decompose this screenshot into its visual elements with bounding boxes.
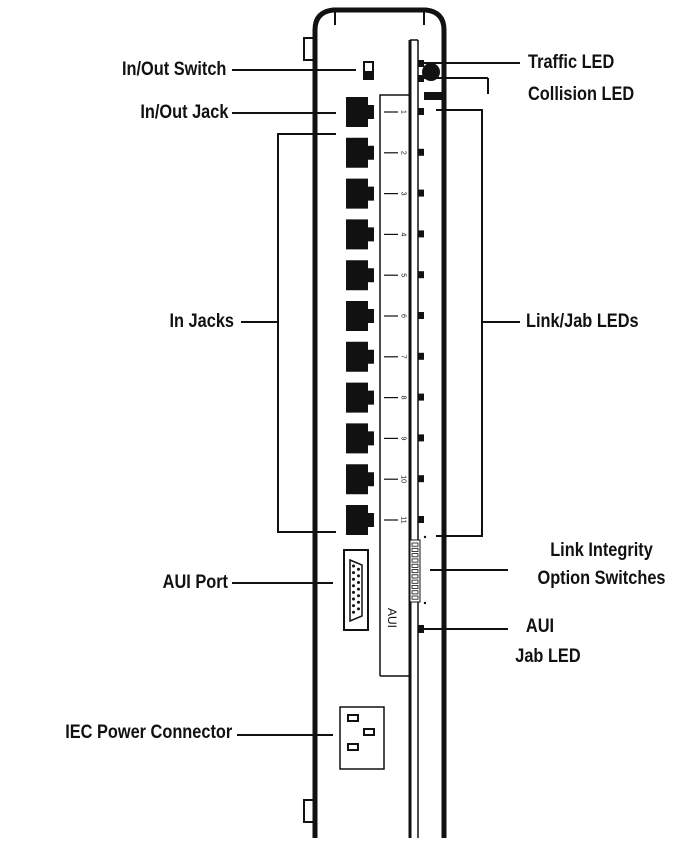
in-jack-4[interactable] xyxy=(346,219,374,250)
in-out-switch[interactable] xyxy=(363,61,374,80)
port-number-1: 1 xyxy=(400,110,407,114)
label-link-integrity-line1: Link Integrity xyxy=(550,540,653,561)
dip-switch-1[interactable] xyxy=(411,542,419,547)
port-number-11: 11 xyxy=(400,516,407,523)
aui-port[interactable] xyxy=(343,549,369,631)
label-iec-power: IEC Power Connector xyxy=(64,722,232,743)
device-housing xyxy=(312,7,447,838)
link-jab-led-10 xyxy=(418,475,424,483)
link-integrity-switches[interactable] xyxy=(409,539,421,603)
aui-pin xyxy=(352,584,355,588)
label-aui-jab-line2: Jab LED xyxy=(515,646,581,667)
label-collision-led: Collision LED xyxy=(528,84,635,105)
aui-pin xyxy=(352,564,355,568)
aui-pin xyxy=(357,594,360,598)
label-link-integrity-line2: Option Switches xyxy=(537,568,666,589)
port-number-3: 3 xyxy=(400,192,407,196)
aui-pin xyxy=(357,567,360,571)
aui-pin xyxy=(357,587,360,591)
label-traffic-led: Traffic LED xyxy=(528,52,615,73)
in-jack-3[interactable] xyxy=(346,178,374,209)
aui-pin xyxy=(352,571,355,575)
dip-switch-6[interactable] xyxy=(411,569,419,574)
aui-pin xyxy=(352,577,355,581)
link-jab-led-9 xyxy=(418,434,424,442)
link-jab-led-3 xyxy=(418,189,424,197)
aui-pin xyxy=(357,574,360,578)
dip-switch-10[interactable] xyxy=(411,590,419,595)
in-jack-2[interactable] xyxy=(346,137,374,168)
aui-pin xyxy=(357,581,360,584)
collision-led xyxy=(418,75,424,82)
aui-pin xyxy=(352,604,355,608)
logo-mark xyxy=(422,63,440,81)
aui-pin xyxy=(357,600,360,604)
aui-pin xyxy=(352,610,355,614)
link-jab-led-8 xyxy=(418,393,424,401)
iec-power-connector[interactable] xyxy=(339,706,385,770)
link-jab-led-7 xyxy=(418,352,424,360)
dip-switch-2[interactable] xyxy=(411,547,419,552)
link-jab-led-2 xyxy=(418,148,424,156)
port-number-5: 5 xyxy=(400,273,407,277)
label-aui-port: AUI Port xyxy=(162,572,228,593)
in-jack-5[interactable] xyxy=(346,260,374,291)
dip-switch-7[interactable] xyxy=(411,574,419,579)
dip-switch-3[interactable] xyxy=(411,553,419,558)
logo-wordmark xyxy=(424,92,442,100)
label-in-out-switch: In/Out Switch xyxy=(121,59,226,80)
port-number-7: 7 xyxy=(400,355,407,359)
bracket-in-jacks xyxy=(277,133,336,533)
aui-jab-led xyxy=(418,625,424,633)
in-jack-10[interactable] xyxy=(346,464,374,495)
in-jack-11[interactable] xyxy=(346,505,374,535)
aui-pin xyxy=(352,597,355,601)
port-number-6: 6 xyxy=(400,314,407,318)
aui-pin xyxy=(357,607,360,611)
mounting-clip-top xyxy=(303,37,315,61)
link-jab-led-6 xyxy=(418,312,424,319)
label-in-out-jack: In/Out Jack xyxy=(139,102,228,123)
aui-pin xyxy=(352,590,355,594)
label-link-jab-leds: Link/Jab LEDs xyxy=(526,311,639,332)
dip-switch-11[interactable] xyxy=(411,595,419,600)
link-jab-led-4 xyxy=(418,230,424,238)
link-jab-led-5 xyxy=(418,271,424,279)
in-out-jack[interactable] xyxy=(346,97,374,127)
link-jab-led-1 xyxy=(418,108,424,115)
dip-switch-9[interactable] xyxy=(411,585,419,590)
dip-switch-8[interactable] xyxy=(411,579,419,584)
port-number-4: 4 xyxy=(400,232,407,236)
dip-switch-4[interactable] xyxy=(411,558,419,563)
in-jack-8[interactable] xyxy=(346,382,374,413)
dip-switch-5[interactable] xyxy=(411,563,419,568)
port-number-9: 9 xyxy=(400,436,407,440)
aui-panel-label: AUI xyxy=(385,608,399,628)
in-jack-7[interactable] xyxy=(346,341,374,372)
label-in-jacks: In Jacks xyxy=(169,311,235,332)
in-jack-9[interactable] xyxy=(346,423,374,454)
mounting-clip-bottom xyxy=(303,799,315,823)
in-jack-6[interactable] xyxy=(346,301,374,331)
traffic-led xyxy=(418,60,424,67)
link-jab-led-11 xyxy=(418,516,424,523)
port-number-2: 2 xyxy=(400,151,407,155)
label-aui-jab-line1: AUI xyxy=(525,616,555,637)
port-number-8: 8 xyxy=(400,396,407,400)
port-number-10: 10 xyxy=(400,475,407,483)
